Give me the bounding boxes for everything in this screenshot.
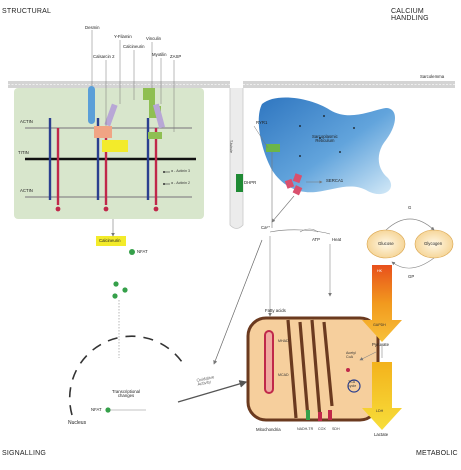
glucose-label: Glucose [378,241,394,246]
dhpr-channel [236,174,243,192]
sdh-label: SDH [332,427,340,431]
gapdh-label: GAPDH [373,323,386,327]
nadh-tr-label: NADH-TR [297,427,314,431]
mitochondria-label: Mitochondria [256,427,281,432]
calcium-handling-corner-label: CALCIUM HANDLING [391,8,429,22]
lactate-arrow [362,362,402,430]
calcineurin-shape [102,140,128,152]
serca1-pump [292,173,303,184]
pyruvate-label: Pyruvate [372,342,389,347]
t-tubule-label: T-tubule [229,140,233,153]
mhad-label: MHAD [278,339,289,343]
calcineurin-structural-label: Calcineurin [123,44,145,49]
metabolic-corner-label: METABOLIC [416,450,458,457]
mitochondrion [246,316,380,422]
nfat-label: NFAT [137,249,148,254]
myotilin-label: Myotilin [152,52,167,57]
ldh-label: LDH [376,409,384,413]
vinculin-label: Vinculin [146,36,161,41]
y-filamin-label: Y-Filamin [114,34,132,39]
z-disc-3 [146,118,159,212]
titin-label: TITIN [18,150,29,155]
atp-label: ATP [312,237,321,242]
zasp-shape [148,132,162,139]
hk-label: HK [377,269,382,273]
desmin-shape [88,86,95,124]
heat-label: Heat [332,237,342,242]
serca1-label: SERCA1 [326,178,344,183]
structural-leaders [91,30,175,132]
z-disc-1 [48,118,61,212]
cox-label: COX [318,427,326,431]
glycolysis-arrow [362,265,402,342]
filamin-shape [104,103,118,127]
calsarcin-shape [94,126,112,138]
actin-bottom-label: ACTIN [20,188,33,193]
calcineurin-signalling-label: Calcineurin [99,238,121,243]
mcad-label: MCAD [278,373,289,377]
ca-label: Ca²⁺ [261,225,271,230]
signalling-corner-label: SIGNALLING [2,450,47,457]
fatty-acids-label: Fatty acids [265,308,286,313]
glycogen-label: Glycogen [424,241,443,246]
signalling-path [68,219,248,416]
zasp-label: ZASP [170,54,182,59]
desmin-label: Desmin [85,25,100,30]
actinin3-label: α - Actinin 3 [171,169,191,173]
ryr1-label: RYR1 [256,120,268,125]
ryr1-channel [266,144,280,152]
nucleus-envelope [68,335,183,416]
actin-top-label: ACTIN [20,119,33,124]
ca-atp-heat [213,228,332,365]
sarcolemma-label: Sarcolemma [420,74,445,79]
calcineurin-box [96,236,126,246]
sarcoplasmic-reticulum [236,97,395,228]
tca-cycle-label: TCA cycle [348,380,357,388]
acetyl-coa-label: Acetyl CoA [346,351,356,359]
gp-label: GP [408,274,415,279]
transcriptional-label: Transcriptional changes [112,389,141,399]
actinin2-label: α - Actinin 2 [171,181,191,185]
g-label: G [408,205,412,210]
nfat-dot [129,249,135,255]
calsarcin2-label: Calsarcin 2 [93,54,115,59]
t-tubule [229,88,244,229]
dhpr-label: DHPR [244,180,257,185]
sarcolemma-band [8,81,455,88]
glycolysis [359,218,454,430]
lactate-label: Lactate [374,432,389,437]
nfat-nucleus-label: NFAT [91,407,102,412]
myotilin-shape [152,103,166,129]
structural-corner-label: STRUCTURAL [2,8,52,15]
nucleus-label: Nucleus [68,420,87,426]
sarcomere-panel [14,86,204,219]
sr-label: Sarcoplasmic Reticulum [312,134,338,144]
